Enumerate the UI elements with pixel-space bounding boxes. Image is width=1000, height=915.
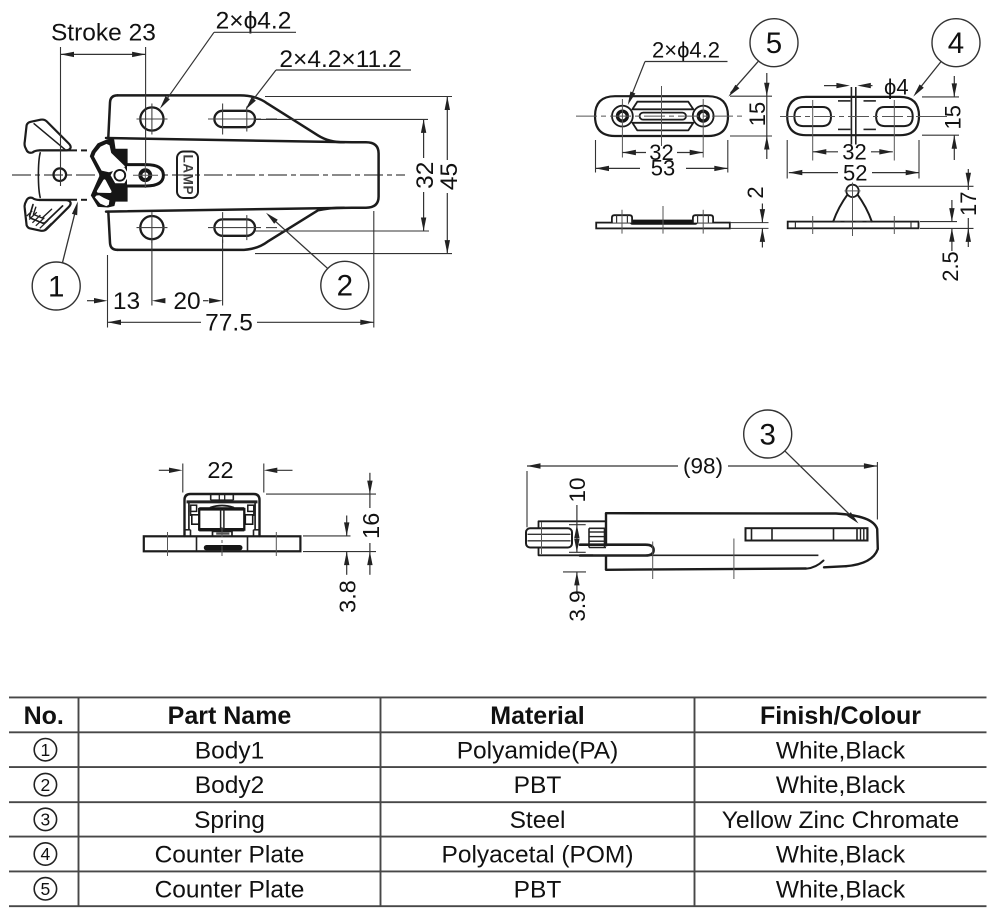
svg-text:52: 52: [843, 160, 867, 185]
svg-text:22: 22: [207, 457, 233, 483]
svg-text:White,Black: White,Black: [776, 842, 906, 869]
svg-text:45: 45: [436, 163, 463, 190]
svg-text:1: 1: [41, 740, 51, 760]
svg-text:3: 3: [759, 418, 775, 451]
svg-text:2: 2: [337, 270, 353, 303]
svg-text:10: 10: [565, 477, 590, 502]
svg-text:3.9: 3.9: [565, 590, 590, 621]
svg-text:4: 4: [41, 844, 51, 864]
svg-text:White,Black: White,Black: [776, 737, 906, 764]
svg-text:2: 2: [41, 775, 51, 795]
svg-text:1: 1: [48, 270, 64, 303]
svg-text:2.5: 2.5: [938, 251, 963, 282]
svg-text:Body2: Body2: [195, 772, 264, 799]
svg-text:32: 32: [842, 140, 866, 165]
svg-text:PBT: PBT: [514, 772, 562, 799]
svg-text:Counter Plate: Counter Plate: [155, 876, 305, 903]
svg-text:Part Name: Part Name: [168, 702, 292, 730]
svg-text:Material: Material: [490, 702, 584, 730]
svg-text:32: 32: [412, 162, 439, 189]
svg-text:32: 32: [649, 140, 673, 165]
svg-text:Polyamide(PA): Polyamide(PA): [457, 737, 619, 764]
svg-text:Spring: Spring: [194, 807, 265, 834]
svg-text:77.5: 77.5: [205, 309, 253, 336]
svg-text:20: 20: [173, 288, 200, 315]
svg-text:(98): (98): [683, 453, 723, 478]
svg-text:No.: No.: [24, 702, 64, 730]
svg-text:LAMP: LAMP: [180, 154, 195, 195]
svg-text:4: 4: [948, 27, 964, 60]
svg-text:Yellow Zinc Chromate: Yellow Zinc Chromate: [722, 807, 959, 834]
svg-text:5: 5: [41, 879, 51, 899]
svg-text:ϕ4: ϕ4: [884, 75, 909, 100]
svg-text:2×ϕ4.2: 2×ϕ4.2: [216, 8, 292, 35]
svg-text:Stroke 23: Stroke 23: [51, 20, 156, 47]
svg-text:16: 16: [358, 513, 384, 539]
svg-text:Polyacetal (POM): Polyacetal (POM): [442, 842, 634, 869]
svg-text:13: 13: [113, 288, 140, 315]
svg-text:2×ϕ4.2: 2×ϕ4.2: [652, 38, 720, 63]
svg-text:Counter Plate: Counter Plate: [155, 842, 305, 869]
svg-text:5: 5: [766, 27, 782, 60]
svg-text:17: 17: [956, 192, 981, 216]
svg-text:15: 15: [941, 105, 966, 129]
svg-text:3: 3: [41, 810, 51, 830]
svg-text:PBT: PBT: [514, 876, 562, 903]
svg-text:2: 2: [743, 186, 768, 198]
svg-text:3.8: 3.8: [335, 580, 361, 613]
svg-text:White,Black: White,Black: [776, 772, 906, 799]
svg-text:Finish/Colour: Finish/Colour: [760, 702, 921, 730]
svg-text:15: 15: [745, 102, 770, 126]
svg-text:Steel: Steel: [510, 807, 566, 834]
svg-text:White,Black: White,Black: [776, 876, 906, 903]
svg-text:Body1: Body1: [195, 737, 264, 764]
svg-text:53: 53: [651, 156, 675, 181]
svg-text:2×4.2×11.2: 2×4.2×11.2: [279, 46, 401, 73]
